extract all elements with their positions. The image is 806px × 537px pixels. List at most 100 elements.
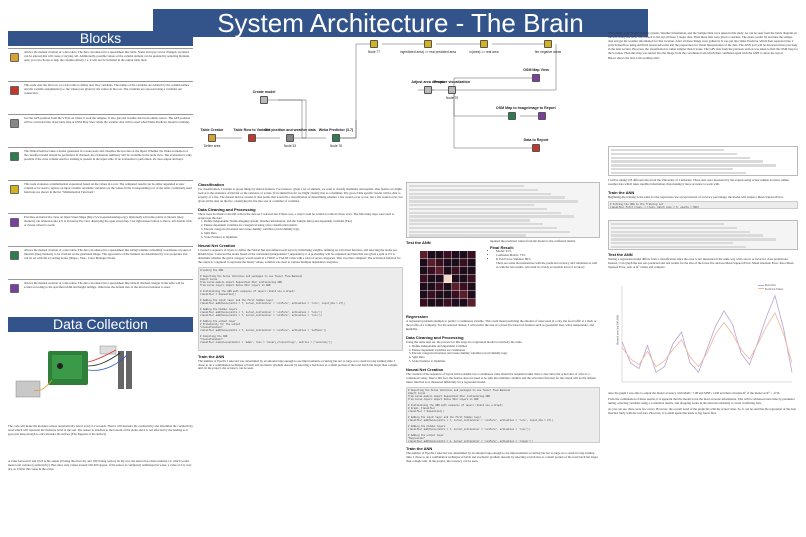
math-formula-icon	[10, 185, 19, 194]
workflow-node	[532, 144, 540, 152]
reg-nn-text: The creation of the sequence of layers w…	[406, 372, 596, 384]
workflow-node-title: Image to Report	[528, 106, 556, 110]
train-ann-text: The number of Epochs I selected was dete…	[198, 358, 398, 371]
screenshot-row	[409, 230, 571, 233]
workflow-node	[532, 74, 540, 82]
list-item: Scale Features to Optimize	[204, 235, 403, 240]
data-cleaning-intro: There were no blank or invalid cells in …	[198, 211, 395, 220]
block-item: The Weka Predictor takes a model generat…	[8, 147, 193, 180]
reg-train-text: The number of Epochs I selected was dete…	[406, 450, 598, 463]
code-line: classifier.add(Dense(units = 1, kernel_i…	[408, 439, 533, 443]
dataset-text: I will be taking 518 different data from…	[608, 178, 789, 186]
reg-train-heading: Train the ANN	[406, 445, 433, 451]
confusion-cell	[468, 251, 476, 259]
test-ann-heading: Test the ANN	[406, 240, 431, 245]
final-note: There are some inconsistencies with the …	[496, 260, 598, 269]
workflow-node	[508, 112, 516, 120]
list-item: Encode categorical features and create d…	[412, 352, 600, 356]
workflow-node	[332, 134, 340, 142]
confusion-cell	[460, 259, 468, 267]
workflow-node-title: Create model	[252, 90, 276, 94]
classification-heading: Classification	[198, 182, 225, 187]
screenshot-row	[611, 234, 764, 237]
workflow-node	[448, 86, 456, 94]
workflow-node-title: Prepare visualization	[434, 80, 470, 84]
regression-section: Regression A regression problem attempts…	[406, 314, 600, 464]
confusion-cell	[468, 275, 476, 283]
workflow-node-title: Adjust area domain	[411, 80, 445, 84]
poster-title: System Architecture - The Brain	[153, 9, 648, 37]
image-to-report-icon	[10, 284, 19, 293]
chart-axes	[621, 286, 792, 383]
code-line: # Initialising the ANN with sequence of …	[200, 289, 295, 293]
confusion-matrix-image	[406, 245, 488, 313]
right-closing: Also the graph I was able to output the …	[608, 391, 798, 416]
reg-cleaning-steps: Define independent and dependent variabl…	[406, 344, 600, 365]
confusion-cell	[420, 291, 428, 299]
code-line: classifier.add(Dense(units = 7, kernel_i…	[200, 328, 327, 332]
workflow-node-title: Get position and weather data	[264, 128, 316, 132]
nn-creation-text: I created a sequence of layers to define…	[198, 247, 401, 264]
series-predicted-line	[621, 312, 793, 368]
confusion-cell	[420, 251, 428, 259]
confusion-cell	[428, 267, 436, 275]
right-test-text: Testing a regression model differs from …	[608, 257, 794, 269]
block-description: This node uses the first row of a data t…	[24, 84, 190, 95]
screenshot-row	[409, 200, 578, 203]
confusion-cell	[468, 267, 476, 275]
list-item: Split Data	[412, 355, 600, 360]
reg-nn-heading: Neural Net Creation	[406, 367, 444, 373]
workflow-node-title: Table Row to Variable	[233, 128, 271, 132]
right-train-text: Beginning the training is the same for t…	[608, 194, 784, 199]
confusion-cell	[420, 283, 428, 291]
train-ann-heading: Train the ANN	[198, 353, 225, 359]
confusion-cell	[444, 299, 452, 307]
workflow-node	[208, 134, 216, 142]
data-cleaning-steps: Define independent: Stalite imaging syst…	[198, 220, 403, 240]
screenshot-row	[409, 215, 575, 218]
code-line: classifier.add(Dense(units = 7, kernel_i…	[200, 310, 322, 314]
code-line: "Classification"	[200, 325, 223, 329]
screenshot-row	[611, 168, 734, 171]
code-line: classifier = Sequential()	[408, 409, 444, 413]
confusion-cell	[444, 251, 452, 259]
legend-real-label: Real Data	[764, 284, 776, 287]
epoch-log-image	[608, 220, 798, 250]
reg-cleaning-intro: Using the same data set, the process for…	[406, 339, 523, 344]
workflow-node-label: Node 53	[283, 144, 297, 148]
closing-paragraph-3: As you can see, there were few errors. H…	[608, 406, 796, 415]
screenshot-row	[409, 196, 565, 199]
code-line: from keras.models import Sequential #For…	[200, 280, 282, 284]
blocks-heading: Blocks	[8, 31, 193, 46]
confusion-cell	[444, 283, 452, 291]
workflow-node-label: Node 77	[367, 50, 381, 54]
screenshot-row	[409, 207, 548, 211]
screenshot-row	[409, 234, 527, 237]
code-line: import keras	[408, 391, 426, 395]
code-line: # Adding the output layer	[408, 433, 444, 437]
screenshot-row	[611, 238, 777, 241]
chart-legend: Real Data Predicted Values	[758, 284, 783, 291]
block-item: Allows the manual creation of a data tab…	[8, 48, 193, 81]
list-item: Define independent and dependent variabl…	[412, 344, 600, 349]
confusion-cell	[436, 259, 444, 267]
workflow-node	[544, 40, 552, 48]
code-line: # Adding the output layer	[200, 319, 236, 323]
list-item: Ensure dependent variables are continuou…	[412, 348, 600, 353]
list-item: Confusion Matrix: 73%	[496, 253, 600, 258]
intro-text: Three major data: Stalite imaging system…	[608, 31, 798, 55]
screenshot-row	[611, 230, 751, 233]
workflow-node-title: OSM Map to Image	[495, 106, 529, 110]
confusion-cell	[428, 251, 436, 259]
right-train-heading: Train the ANN	[608, 189, 635, 195]
code-line: classifier.add(Dense(units = 7, kernel_i…	[200, 301, 345, 305]
screenshot-row	[611, 152, 737, 156]
osm-map-view-icon	[10, 218, 19, 227]
confusion-cell	[460, 291, 468, 299]
code-line: classifier.compile(optimizer = 'adam', l…	[200, 340, 332, 344]
code-line: # Importing the Keras libraries and pack…	[200, 274, 302, 278]
code-line: Creating the ANN	[200, 268, 223, 272]
block-item: Provides an interactive view on Open Str…	[8, 213, 193, 246]
workflow-node-label: ingredicted area) => real predicted area	[400, 50, 456, 54]
workflow-node-label: Node 75	[445, 96, 459, 100]
